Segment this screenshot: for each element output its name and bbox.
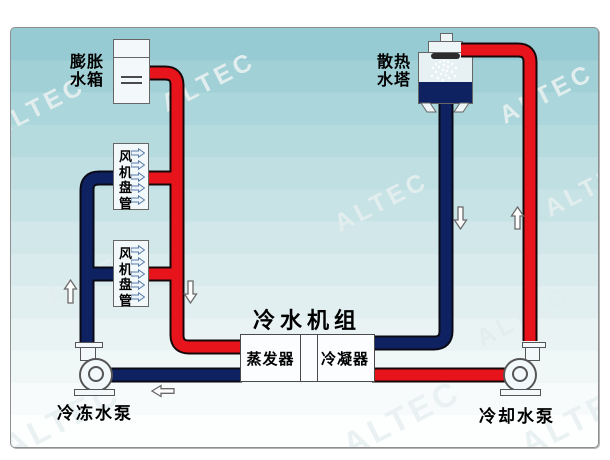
tower-riser-pipe	[461, 44, 536, 341]
right-arrow-icon	[131, 256, 145, 267]
fan-coil-1-airflow	[131, 148, 145, 205]
right-arrow-icon	[131, 183, 145, 194]
chilled-pipe	[81, 96, 452, 381]
tower-sprinkler	[431, 53, 460, 59]
right-arrow-icon	[131, 245, 145, 255]
condenser-label: 冷凝器	[320, 350, 369, 368]
chiller-title: 冷水机组	[252, 308, 361, 333]
down-arrow-icon	[453, 206, 468, 231]
right-arrow-icon	[131, 148, 145, 158]
expansion-tank	[113, 39, 150, 104]
right-arrow-icon	[131, 195, 145, 205]
cooling-tower-body	[418, 52, 473, 104]
fan-coil-2-airflow	[131, 245, 145, 302]
cooling-tower-label: 散热水塔	[377, 54, 412, 89]
right-arrow-icon	[131, 171, 145, 182]
cooling-pump-hub	[512, 366, 528, 382]
flow-arrows	[63, 205, 525, 398]
tank-level-mark	[121, 76, 142, 78]
up-arrow-icon	[510, 205, 525, 230]
expansion-tank-label: 膨胀水箱	[70, 54, 105, 89]
down-arrow-icon	[183, 280, 198, 305]
tower-spray-droplets	[430, 59, 458, 82]
tower-leg	[420, 102, 437, 113]
chiller-divider	[300, 335, 318, 381]
left-arrow-icon	[150, 384, 175, 398]
cooling-pump-label: 冷却水泵	[479, 407, 555, 426]
fan-coil-2: 风机盘管	[113, 240, 149, 308]
chilled-pump-hub	[88, 366, 104, 382]
warm-pipe	[144, 67, 506, 381]
up-arrow-icon	[63, 278, 78, 304]
chiller-unit: 蒸发器 冷凝器	[240, 334, 375, 382]
fan-coil-1: 风机盘管	[113, 143, 149, 211]
fan-coil-1-label: 风机盘管	[119, 149, 133, 211]
right-arrow-icon	[131, 280, 145, 291]
tank-top-line	[114, 57, 149, 58]
cooling-pump-neck	[525, 347, 540, 361]
chilled-pump-label: 冷冻水泵	[57, 404, 133, 423]
right-arrow-icon	[131, 268, 145, 279]
tower-water-basin	[419, 82, 472, 103]
chilled-pump-base	[74, 389, 115, 396]
tower-riser-pipe-outline	[461, 42, 538, 341]
fan-coil-2-label: 风机盘管	[119, 246, 133, 308]
right-arrow-icon	[131, 292, 145, 302]
right-arrow-icon	[131, 159, 145, 170]
tank-level-mark	[121, 82, 142, 84]
tower-leg	[453, 102, 470, 113]
evaporator-label: 蒸发器	[246, 350, 295, 368]
cooling-pump-base	[500, 389, 541, 396]
